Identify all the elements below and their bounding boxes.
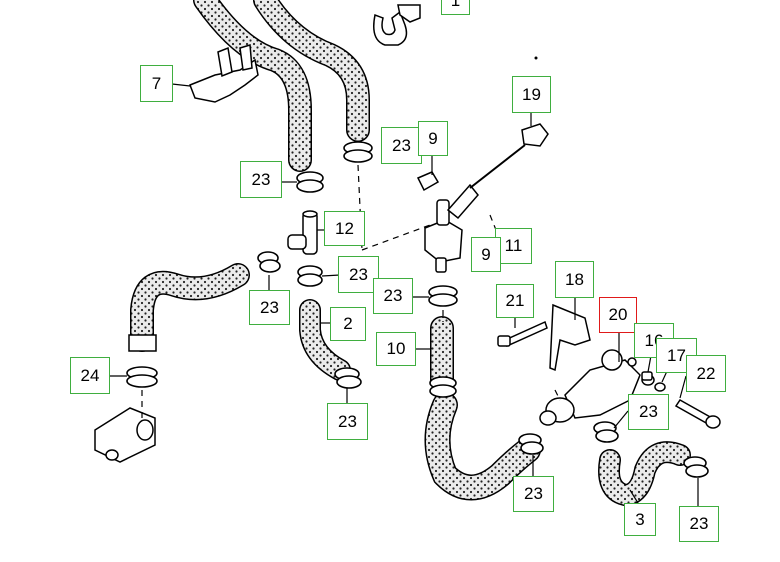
callout-23[interactable]: 23 — [628, 394, 669, 430]
hose-clamp — [683, 456, 709, 478]
part-18-bracket — [549, 303, 591, 372]
callout-9[interactable]: 9 — [471, 237, 501, 272]
callout-23[interactable]: 23 — [381, 127, 422, 164]
hose-clamp — [429, 376, 457, 398]
hose-clamp — [296, 171, 324, 193]
callout-18[interactable]: 18 — [555, 261, 594, 298]
callout-3[interactable]: 3 — [624, 503, 656, 536]
callout-23[interactable]: 23 — [240, 161, 282, 198]
hose-lower-middle — [424, 392, 541, 501]
callout-11[interactable]: 11 — [495, 228, 532, 264]
hose-clamp — [334, 367, 362, 389]
callout-23[interactable]: 23 — [679, 506, 719, 542]
hose-top-left — [193, 0, 312, 172]
callout-23[interactable]: 23 — [338, 256, 379, 293]
hose-clamp — [428, 285, 458, 307]
callout-23[interactable]: 23 — [327, 403, 368, 440]
hose-3 — [598, 441, 691, 507]
callout-9[interactable]: 9 — [418, 121, 448, 156]
callout-7[interactable]: 7 — [140, 65, 173, 102]
hose-clamp — [297, 265, 323, 287]
callout-20-selected[interactable]: 20 — [599, 297, 637, 333]
part-20-pump — [539, 349, 641, 426]
callout-24[interactable]: 24 — [70, 357, 110, 394]
dot-marker — [534, 56, 538, 60]
hose-clamp — [593, 421, 619, 443]
hose-clamp — [126, 366, 158, 388]
part-22-bolt — [674, 399, 721, 429]
callout-1[interactable]: 1 — [441, 0, 470, 15]
callout-12[interactable]: 12 — [324, 211, 365, 246]
hose-clamps — [126, 141, 709, 478]
leader-lines — [110, 83, 699, 506]
part-16-17-fittings — [641, 371, 666, 392]
callout-23[interactable]: 23 — [373, 278, 413, 314]
hose-clamp — [518, 433, 544, 455]
callout-19[interactable]: 19 — [512, 76, 551, 113]
hose-clamp — [343, 141, 373, 163]
callout-2[interactable]: 2 — [330, 307, 366, 341]
part-12-t-connector — [287, 210, 318, 255]
part-9-valve — [416, 171, 479, 273]
part-1-clip — [373, 4, 421, 46]
callout-10[interactable]: 10 — [376, 332, 416, 366]
hose-2 — [299, 299, 351, 381]
hose-left-curved — [128, 263, 250, 352]
callout-23[interactable]: 23 — [513, 476, 554, 512]
hose-top-right — [253, 0, 370, 142]
part-24-housing — [94, 407, 156, 463]
part-7-bracket — [189, 44, 259, 103]
callout-23[interactable]: 23 — [249, 290, 290, 325]
hose-clamp — [257, 251, 281, 273]
part-21-bolt — [497, 320, 548, 348]
callout-21[interactable]: 21 — [496, 284, 534, 318]
part-19-sensor — [469, 123, 549, 189]
callout-22[interactable]: 22 — [686, 355, 726, 392]
